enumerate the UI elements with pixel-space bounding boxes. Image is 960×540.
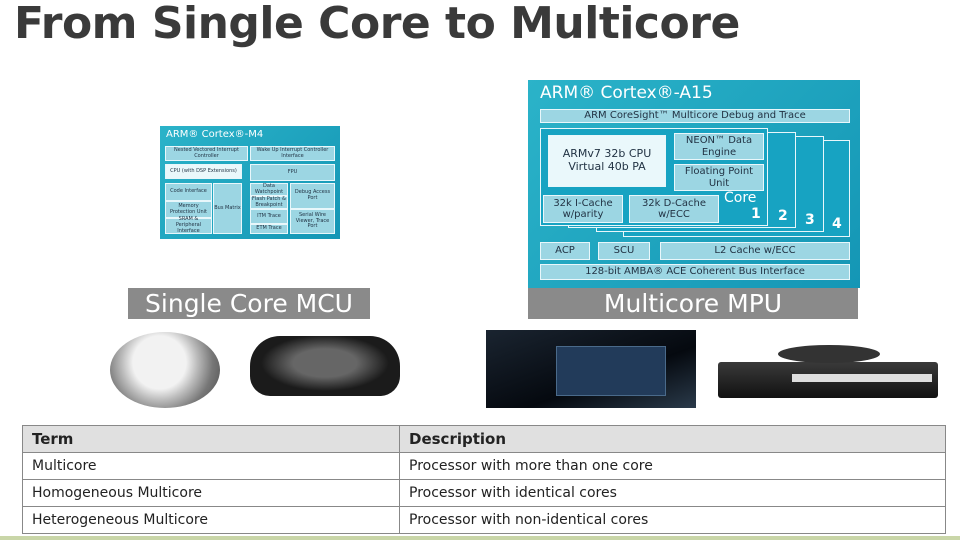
a15-amba: 128-bit AMBA® ACE Coherent Bus Interface xyxy=(540,264,850,280)
m4-mpu: Memory Protection Unit xyxy=(165,201,212,218)
m4-cpu: CPU (with DSP Extensions) xyxy=(165,164,242,179)
cortex-m4-diagram: ARM® Cortex®-M4 Nested Vectored Interrup… xyxy=(160,126,340,239)
m4-bus: Bus Matrix xyxy=(213,183,242,234)
m4-itm: ITM Trace xyxy=(250,209,288,224)
cpu-line1: ARMv7 32b CPU xyxy=(562,147,652,161)
a15-dcache: 32k D-Cache w/ECC xyxy=(629,195,719,223)
m4-code: Code Interface xyxy=(165,183,212,201)
m4-dwt: Data Watchpoint xyxy=(250,183,288,196)
goggles-image xyxy=(250,336,400,396)
single-core-label: Single Core MCU xyxy=(128,288,370,319)
description-cell: Processor with non-identical cores xyxy=(399,506,946,534)
header-term: Term xyxy=(22,425,400,453)
core-label: Core xyxy=(724,190,757,206)
m4-sram: SRAM & Peripheral Interface xyxy=(165,217,212,234)
set-top-box-image xyxy=(718,362,938,398)
core-number-4: 4 xyxy=(832,216,842,232)
description-cell: Processor with identical cores xyxy=(399,479,946,507)
term-cell: Heterogeneous Multicore xyxy=(22,506,400,534)
a15-neon: NEON™ Data Engine xyxy=(674,133,764,160)
a15-fpu: Floating Point Unit xyxy=(674,164,764,191)
core-number-2: 2 xyxy=(778,208,788,224)
term-cell: Multicore xyxy=(22,452,400,480)
m4-fpb: Flash Patch & Breakpoint xyxy=(250,196,288,209)
header-description: Description xyxy=(399,425,946,453)
multicore-label: Multicore MPU xyxy=(528,288,858,319)
car-dashboard-image xyxy=(486,330,696,408)
footer-bar xyxy=(0,536,960,540)
cpu-line2: Virtual 40b PA xyxy=(568,160,646,173)
m4-nvic: Nested Vectored Interrupt Controller xyxy=(165,146,248,161)
a15-scu: SCU xyxy=(598,242,650,260)
m4-swv: Serial Wire Viewer, Trace Port xyxy=(290,209,335,234)
description-cell: Processor with more than one core xyxy=(399,452,946,480)
core-number-3: 3 xyxy=(805,212,815,228)
cortex-a15-diagram: ARM® Cortex®-A15 ARM CoreSight™ Multicor… xyxy=(528,80,860,288)
a15-acp: ACP xyxy=(540,242,590,260)
a15-coresight: ARM CoreSight™ Multicore Debug and Trace xyxy=(540,109,850,123)
smart-meter-image xyxy=(110,332,220,408)
core-number-1: 1 xyxy=(751,206,761,222)
a15-l2: L2 Cache w/ECC xyxy=(660,242,850,260)
m4-etm: ETM Trace xyxy=(250,224,288,234)
a15-title: ARM® Cortex®-A15 xyxy=(540,83,713,103)
m4-title: ARM® Cortex®-M4 xyxy=(166,129,264,140)
term-cell: Homogeneous Multicore xyxy=(22,479,400,507)
m4-wic: Wake Up Interrupt Controller Interface xyxy=(250,146,335,161)
slide-title: From Single Core to Multicore xyxy=(14,0,740,49)
m4-fpu: FPU xyxy=(250,164,335,181)
m4-dap: Debug Access Port xyxy=(290,183,335,209)
remote-control-image xyxy=(778,345,880,363)
a15-icache: 32k I-Cache w/parity xyxy=(543,195,623,223)
